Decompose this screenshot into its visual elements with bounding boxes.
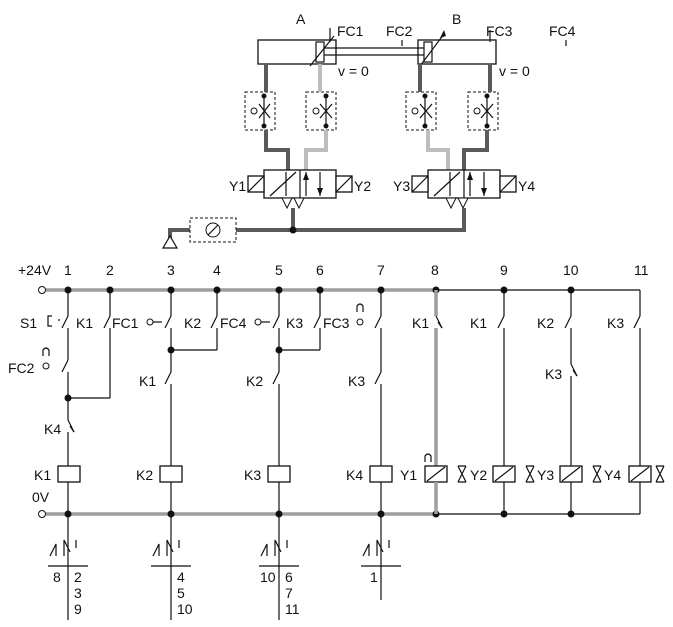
fc2-label-top: FC2 — [386, 23, 413, 39]
k3-contact-col7-label: K3 — [348, 373, 365, 389]
column-number: 3 — [167, 262, 175, 278]
electrical-circuit: +24V 0V 1 2 3 4 5 6 7 8 9 10 11 — [8, 262, 665, 620]
k1-contact-col9-label: K1 — [470, 315, 487, 331]
column-number: 6 — [316, 262, 324, 278]
coil-k1-label: K1 — [34, 467, 51, 483]
ref-k1-right-1: 2 — [74, 569, 82, 585]
fc4-label: FC4 — [220, 315, 247, 331]
column-number: 9 — [500, 262, 508, 278]
ref-k1-right-3: 9 — [74, 601, 82, 617]
solenoid-y4-label: Y4 — [604, 467, 621, 483]
cylinder-a-label: A — [296, 11, 306, 27]
column-number: 2 — [106, 262, 114, 278]
fc3-label: FC3 — [323, 315, 350, 331]
ref-k1-right-2: 3 — [74, 585, 82, 601]
coil-k2-label: K2 — [136, 467, 153, 483]
ref-k3-right-3: 11 — [285, 601, 300, 617]
fc2-label: FC2 — [8, 360, 35, 376]
air-source-icon — [161, 234, 179, 249]
k3-contact-col6-label: K3 — [286, 315, 303, 331]
s1-label: S1 — [20, 315, 37, 331]
k2-contact-col10-label: K2 — [537, 315, 554, 331]
cylinder-a — [257, 28, 400, 67]
k1-contact-col2-label: K1 — [76, 315, 93, 331]
column-number: 4 — [213, 262, 221, 278]
y4-label-valve: Y4 — [518, 178, 535, 194]
flow-control-valve-2 — [305, 91, 337, 131]
ref-k3-left: 10 — [260, 569, 276, 585]
y2-label-valve: Y2 — [354, 178, 371, 194]
ref-k1-left: 8 — [53, 569, 61, 585]
speed-b-label: v = 0 — [499, 63, 530, 79]
directional-valve-1 — [247, 169, 353, 210]
pneumatic-circuit: A FC1 FC2 v = 0 B FC3 FC4 v = 0 — [161, 11, 576, 249]
ref-k3-right-2: 7 — [285, 585, 293, 601]
fc1-label: FC1 — [112, 315, 139, 331]
speed-a-label: v = 0 — [338, 63, 369, 79]
coil-k2 — [159, 465, 183, 483]
directional-valve-2 — [411, 169, 517, 210]
column-number: 10 — [563, 262, 579, 278]
flow-control-valve-4 — [467, 91, 499, 131]
y3-label-valve: Y3 — [393, 178, 410, 194]
flow-control-valve-1 — [244, 91, 276, 131]
column-number: 8 — [431, 262, 439, 278]
solenoid-y2-label: Y2 — [470, 467, 487, 483]
column-number: 1 — [64, 262, 72, 278]
column-number: 11 — [634, 262, 649, 278]
solenoid-y3-label: Y3 — [537, 467, 554, 483]
k3-contact-col10-label: K3 — [545, 366, 562, 382]
k3-contact-col11-label: K3 — [607, 315, 624, 331]
column-number: 7 — [377, 262, 385, 278]
cylinder-b — [400, 30, 497, 67]
contact-reference-k3 — [259, 514, 299, 620]
contact-reference-k2 — [151, 514, 191, 620]
coil-k3 — [267, 465, 291, 483]
coil-k4 — [369, 465, 393, 483]
k1-contact-col8-label: K1 — [412, 315, 429, 331]
fc4-label-top: FC4 — [549, 23, 576, 39]
k4-contact-label: K4 — [44, 421, 61, 437]
flow-control-valve-3 — [405, 91, 437, 131]
ground-label: 0V — [32, 489, 50, 505]
fc1-label-top: FC1 — [337, 23, 364, 39]
coil-k1 — [57, 465, 81, 483]
cylinder-b-label: B — [452, 11, 461, 27]
coil-k4-label: K4 — [346, 467, 363, 483]
ref-k4-right-1: 1 — [370, 569, 378, 585]
ref-k3-right-1: 6 — [285, 569, 293, 585]
contact-reference-k1 — [48, 514, 88, 620]
fc3-label-top: FC3 — [486, 23, 513, 39]
supply-label: +24V — [18, 262, 52, 278]
ref-k2-right-1: 4 — [177, 569, 185, 585]
ref-k2-right-3: 10 — [177, 601, 193, 617]
column-number: 5 — [275, 262, 283, 278]
y1-label-valve: Y1 — [229, 178, 246, 194]
ref-k2-right-2: 5 — [177, 585, 185, 601]
k2-contact-col4-label: K2 — [184, 315, 201, 331]
contact-reference-k4 — [361, 514, 401, 600]
coil-k3-label: K3 — [244, 467, 261, 483]
k2-contact-col5-label: K2 — [246, 373, 263, 389]
k1-contact-col3-label: K1 — [139, 373, 156, 389]
solenoid-y1-label: Y1 — [400, 467, 417, 483]
service-unit — [189, 217, 237, 243]
